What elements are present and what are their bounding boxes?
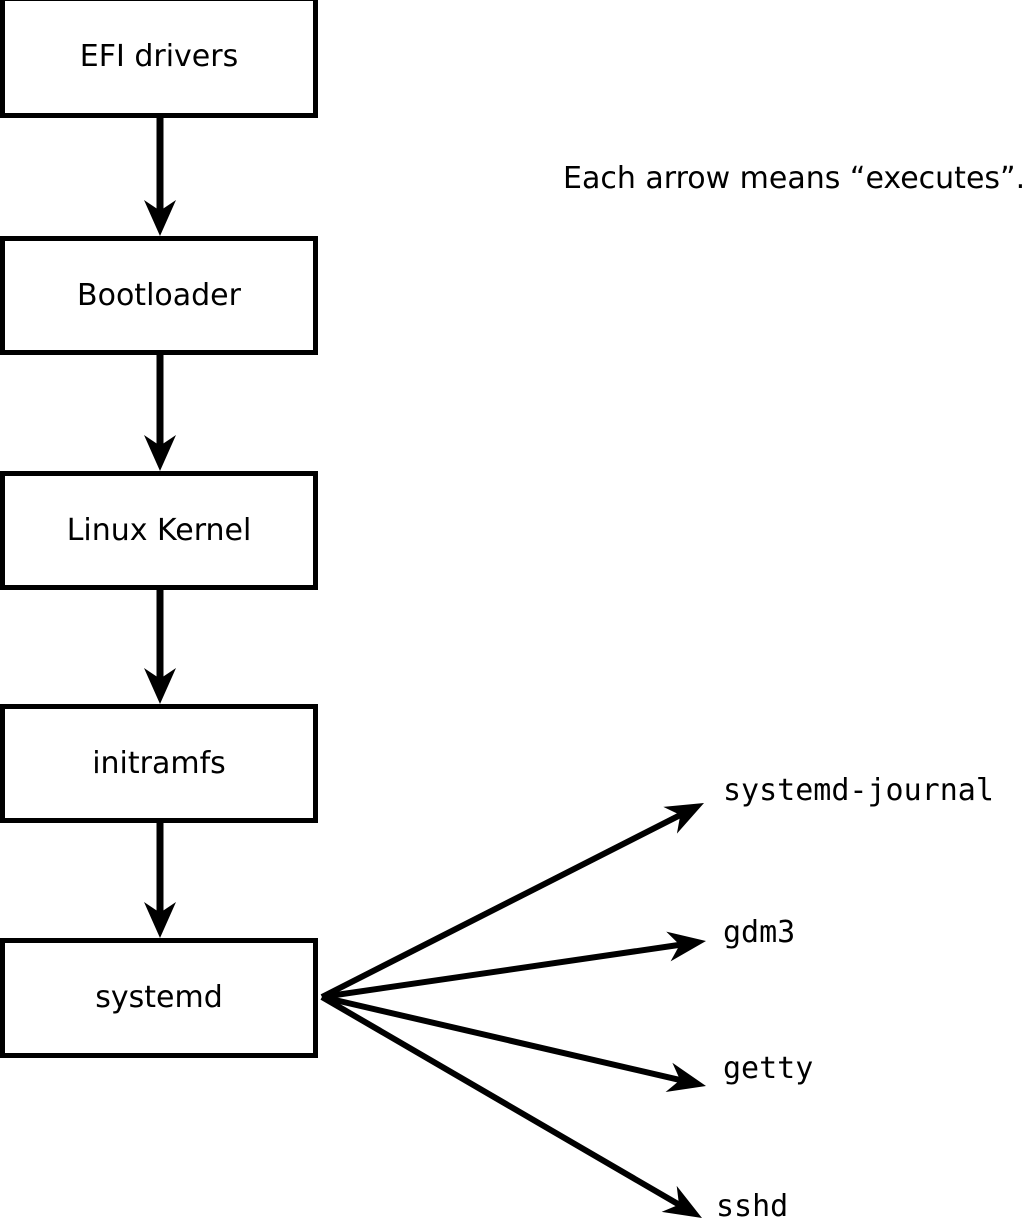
service-label-sshd: sshd bbox=[716, 1189, 789, 1224]
arrow-linux-kernel-to-initramfs-head bbox=[144, 668, 176, 704]
arrow-systemd-to-getty-head bbox=[665, 1062, 706, 1093]
stage-box-systemd: systemd bbox=[0, 938, 318, 1058]
arrow-systemd-to-systemd-journal-head bbox=[663, 803, 704, 834]
arrow-systemd-to-systemd-journal bbox=[320, 803, 704, 1000]
stage-box-efi-drivers: EFI drivers bbox=[0, 0, 318, 118]
arrow-initramfs-to-systemd-head bbox=[144, 902, 176, 938]
arrow-efi-drivers-to-bootloader-head bbox=[144, 200, 176, 236]
arrow-systemd-to-sshd bbox=[320, 994, 702, 1218]
arrow-systemd-to-sshd-shaft bbox=[320, 994, 686, 1211]
stage-box-linux-kernel: Linux Kernel bbox=[0, 471, 318, 590]
arrow-linux-kernel-to-initramfs bbox=[144, 590, 176, 704]
stage-label-efi-drivers: EFI drivers bbox=[79, 39, 239, 74]
arrow-efi-drivers-to-bootloader bbox=[144, 118, 176, 236]
stage-box-bootloader: Bootloader bbox=[0, 236, 318, 355]
arrow-systemd-to-gdm3 bbox=[321, 931, 706, 1000]
arrow-bootloader-to-linux-kernel bbox=[144, 355, 176, 471]
stage-label-systemd: systemd bbox=[95, 980, 223, 1015]
arrow-systemd-to-sshd-head bbox=[661, 1185, 702, 1218]
stage-label-bootloader: Bootloader bbox=[77, 277, 241, 313]
arrow-systemd-to-gdm3-head bbox=[666, 931, 706, 962]
stage-label-initramfs: initramfs bbox=[92, 745, 226, 781]
arrow-systemd-to-gdm3-shaft bbox=[321, 941, 686, 1000]
service-label-getty: getty bbox=[723, 1051, 814, 1086]
stage-label-linux-kernel: Linux Kernel bbox=[66, 512, 252, 548]
stage-box-initramfs: initramfs bbox=[0, 704, 318, 823]
service-label-gdm3: gdm3 bbox=[723, 915, 796, 950]
service-label-systemd-journal: systemd-journal bbox=[723, 773, 994, 808]
arrow-systemd-to-systemd-journal-shaft bbox=[320, 809, 687, 1000]
arrow-bootloader-to-linux-kernel-head bbox=[144, 435, 176, 471]
diagram-caption: Each arrow means “executes”. bbox=[563, 161, 1023, 196]
arrow-initramfs-to-systemd bbox=[144, 823, 176, 938]
arrow-systemd-to-getty-shaft bbox=[321, 994, 687, 1085]
arrow-systemd-to-getty bbox=[321, 994, 706, 1093]
